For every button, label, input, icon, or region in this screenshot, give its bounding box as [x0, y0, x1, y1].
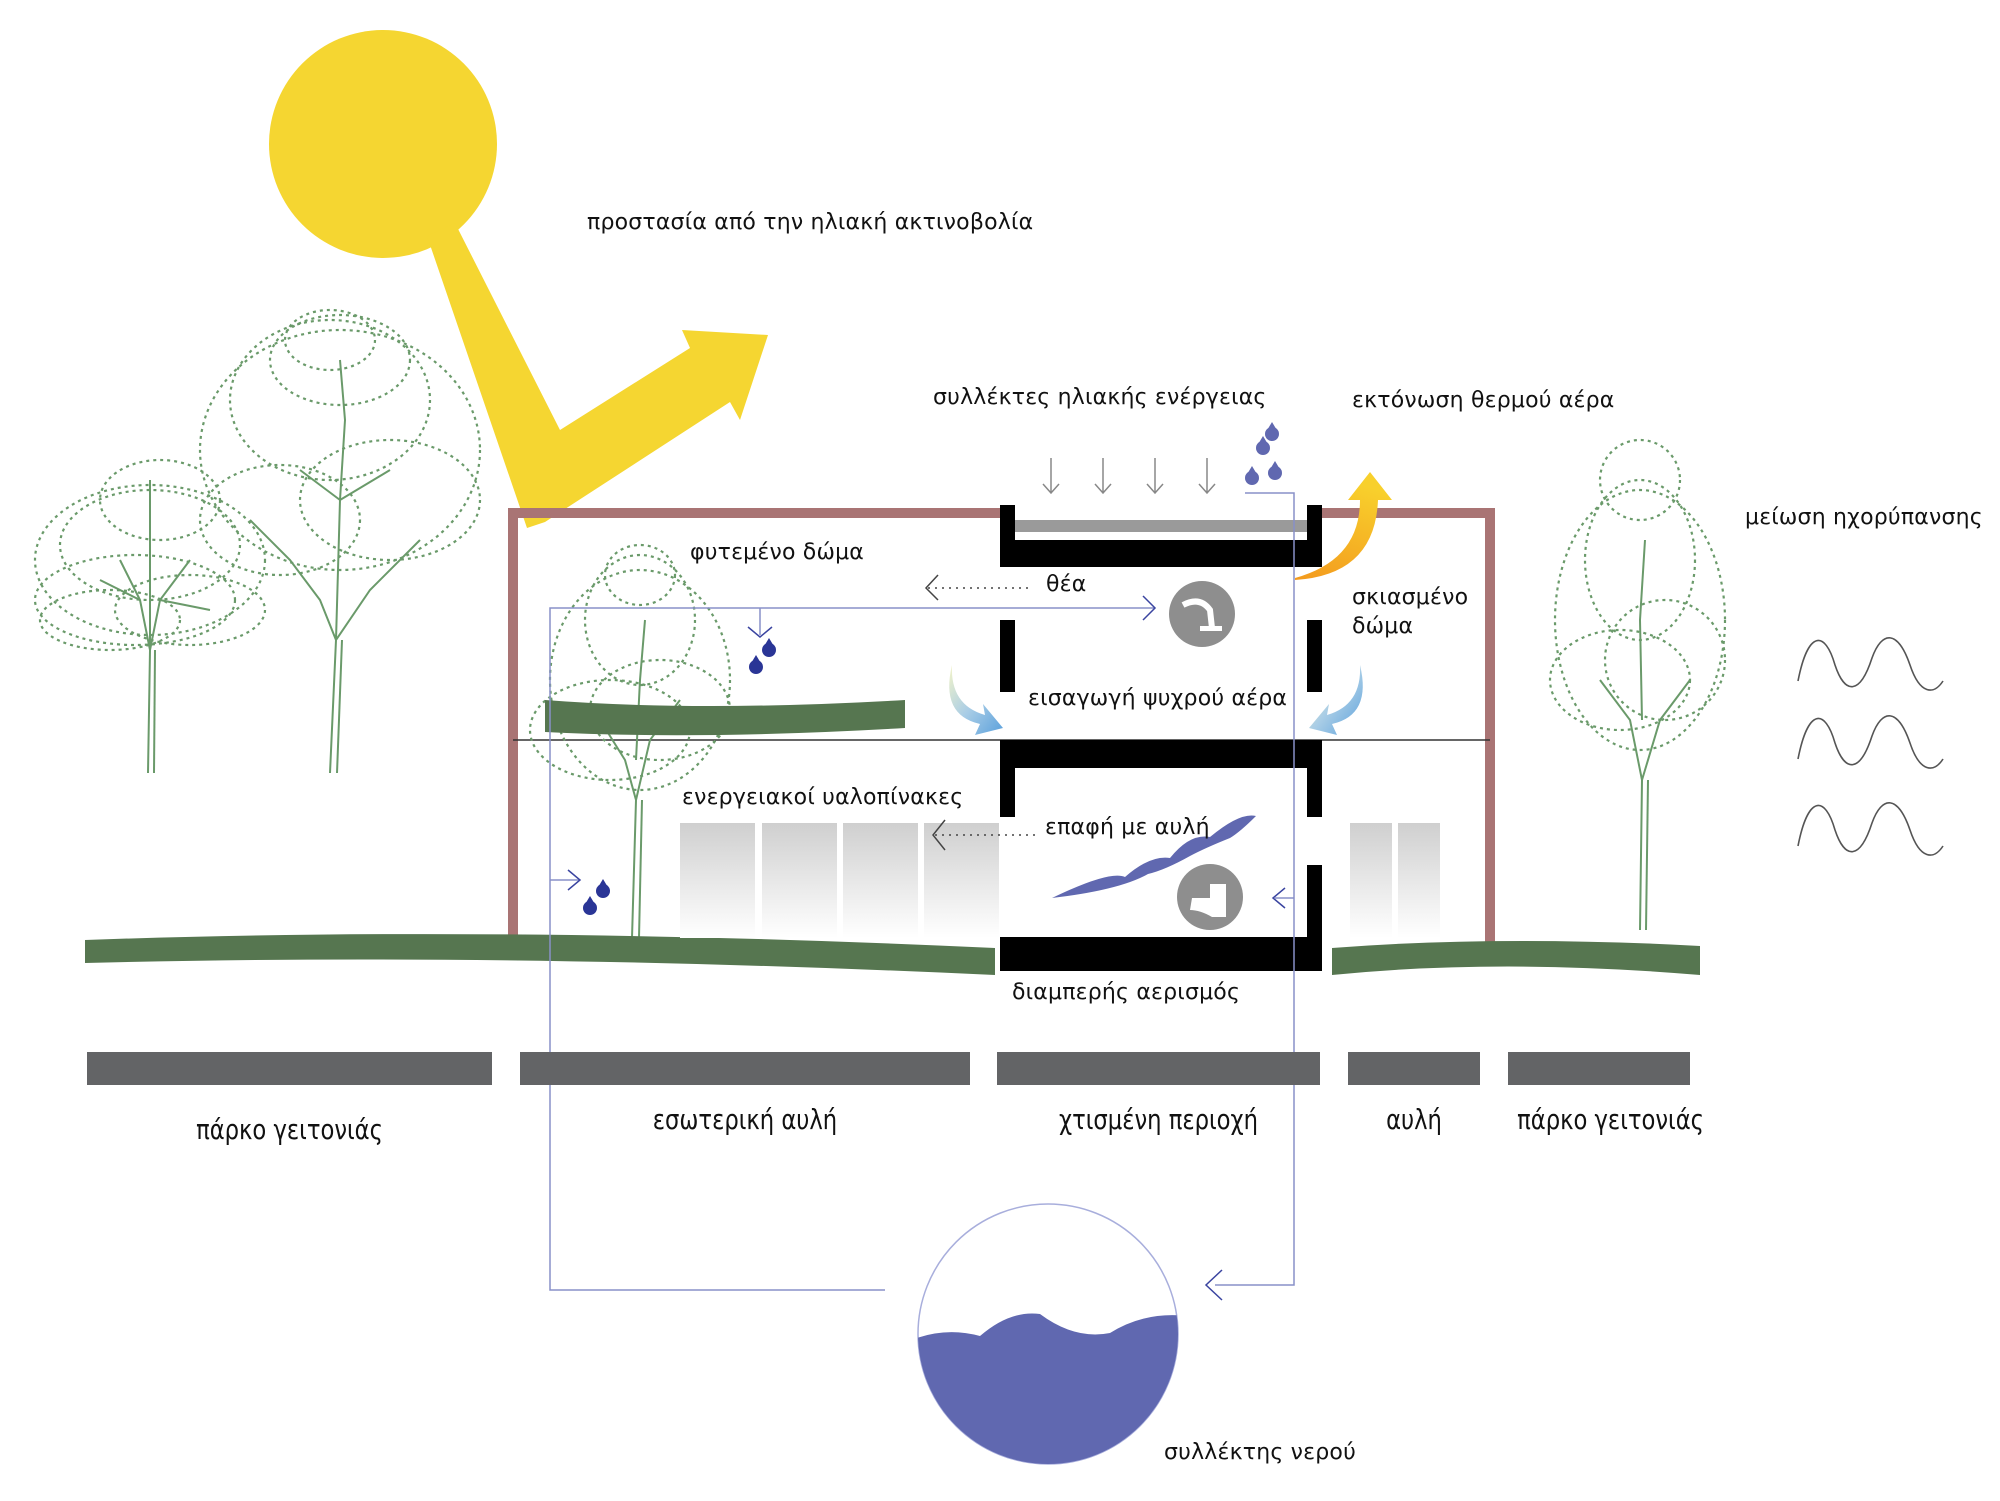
- view-arrow: [924, 574, 1030, 601]
- water-pipe-network: [549, 492, 1295, 1291]
- ground-band-right: [1332, 940, 1700, 975]
- solar-protection-label: προστασία από την ηλιακή ακτινοβολία: [587, 210, 1034, 235]
- hot-air-exhaust-label: εκτόνωση θερμού αέρα: [1352, 388, 1615, 413]
- energy-glazing-label: ενεργειακοί υαλοπίνακες: [682, 785, 964, 810]
- sink-faucet-icon: [1169, 581, 1235, 647]
- zone-bar-neighborhood-park-right: [1508, 1052, 1690, 1085]
- reflected-sun-ray-arrow: [427, 223, 768, 528]
- green-roof-band: [545, 700, 905, 736]
- sun-icon: [269, 30, 768, 528]
- zone-label-built-area: χτισμένη περιοχή: [1059, 1103, 1258, 1136]
- zone-label-neighborhood-park-left: πάρκο γειτονιάς: [196, 1113, 383, 1146]
- water-drop-icon: [1245, 422, 1282, 485]
- shaded-roof-label-line1: σκιασμένο: [1352, 585, 1469, 610]
- zone-bar-built-area: [997, 1052, 1320, 1085]
- toilet-icon: [1177, 864, 1243, 930]
- zone-label-neighborhood-park-right: πάρκο γειτονιάς: [1517, 1103, 1704, 1136]
- noise-reduction-label: μείωση ηχορύπανσης: [1745, 505, 1983, 530]
- courtyard-wind-ribbon: [1052, 815, 1256, 898]
- cool-air-arrow-right: [1309, 665, 1363, 735]
- zone-bar-neighborhood-park-left: [87, 1052, 492, 1085]
- zone-bar-inner-courtyard: [520, 1052, 970, 1085]
- green-roof-label: φυτεμένο δώμα: [690, 540, 864, 565]
- solar-collectors-label: συλλέκτες ηλιακής ενέργειας: [933, 385, 1267, 410]
- water-tank-icon: [917, 1203, 1179, 1465]
- cross-ventilation-label: διαμπερής αερισμός: [1012, 980, 1241, 1005]
- shaded-roof-label-line2: δώμα: [1352, 614, 1414, 639]
- water-drop-icon: [583, 638, 776, 915]
- cool-air-intake-label: εισαγωγή ψυχρού αέρα: [1028, 686, 1288, 711]
- ground-band-left: [85, 934, 995, 975]
- tree-icon: [33, 308, 482, 774]
- zone-bars: [87, 1052, 1690, 1085]
- zone-label-courtyard: αυλή: [1386, 1103, 1442, 1136]
- solar-input-arrows: [1042, 458, 1216, 495]
- courtyard-contact-label: επαφή με αυλή: [1045, 815, 1210, 840]
- solar-collector-panel: [1015, 520, 1307, 532]
- zone-label-inner-courtyard: εσωτερική αυλή: [652, 1103, 838, 1136]
- zone-bar-courtyard: [1348, 1052, 1480, 1085]
- tree-icon: [1548, 438, 1727, 931]
- sound-wave-icon: [1797, 637, 1944, 856]
- cool-air-arrow-left: [949, 665, 1003, 735]
- hot-air-exhaust-arrow: [1295, 472, 1392, 580]
- courtyard-contact-arrow: [932, 819, 1040, 851]
- built-area-walls: [1000, 505, 1322, 971]
- water-collector-label: συλλέκτης νερού: [1164, 1440, 1356, 1465]
- pipe-arrowheads: [567, 595, 1286, 1301]
- energy-glazing-panels: [680, 823, 1440, 938]
- view-label: θέα: [1046, 572, 1087, 597]
